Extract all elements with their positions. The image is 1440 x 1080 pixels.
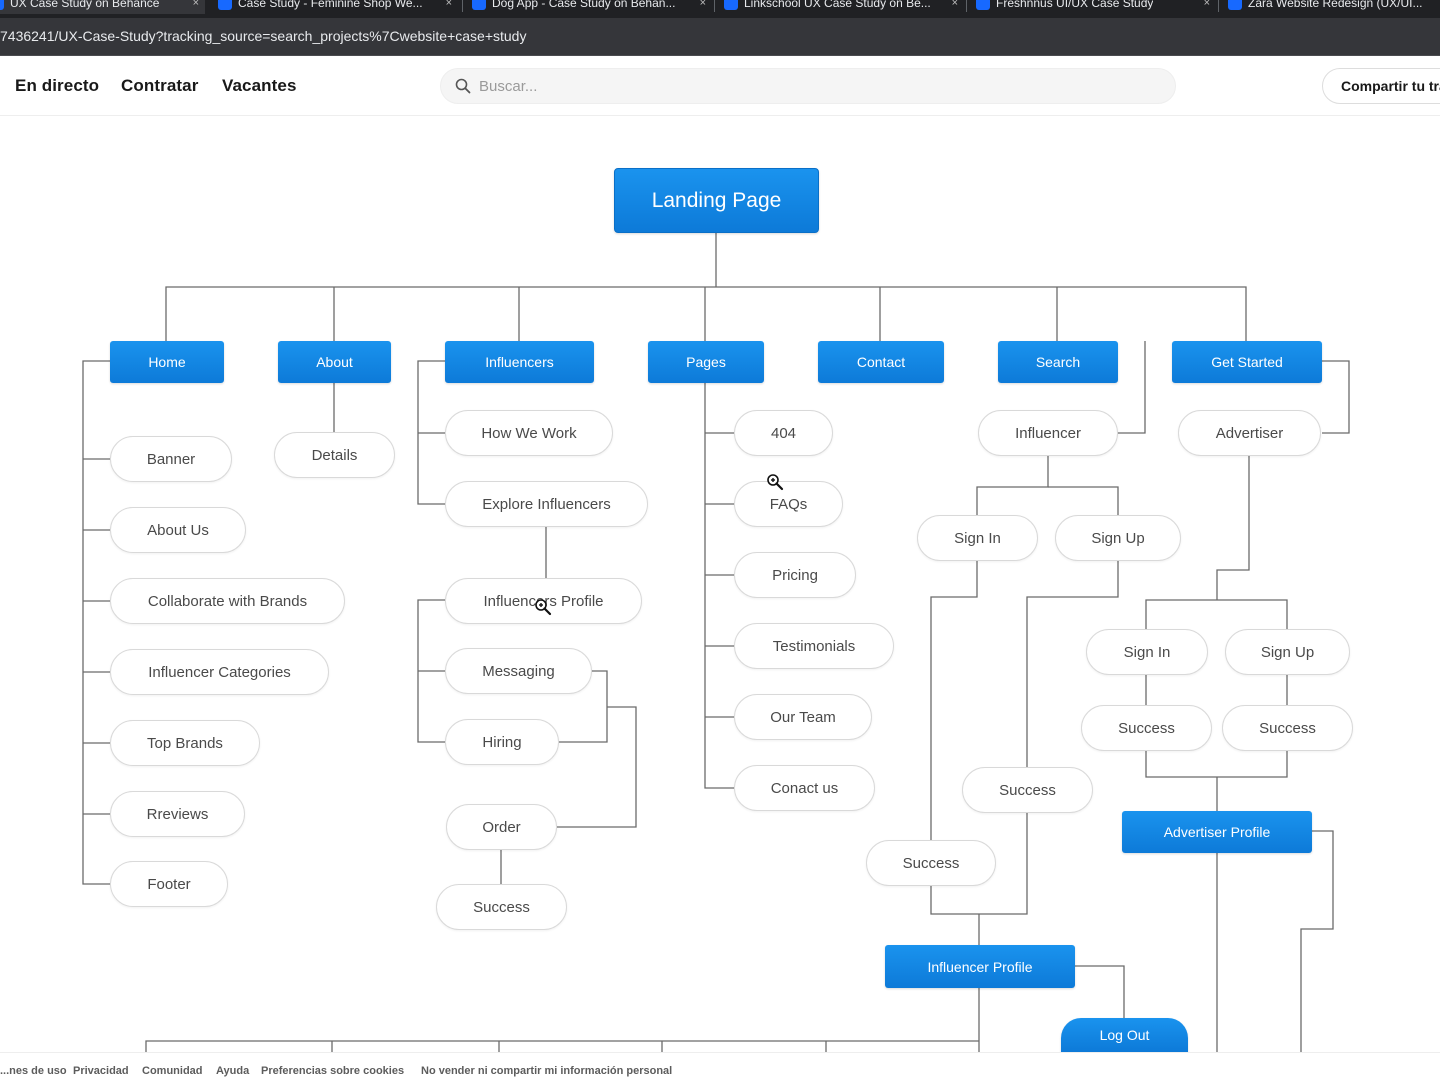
node-influencer: Influencer: [978, 410, 1118, 456]
search-bar[interactable]: [440, 68, 1176, 104]
zoom-cursor-icon: [535, 599, 552, 616]
node-order-success: Success: [436, 884, 567, 930]
node-order: Order: [446, 804, 557, 850]
node-our-team: Our Team: [734, 694, 872, 740]
search-icon: [455, 78, 471, 94]
sitemap-diagram: Landing Page Home About Influencers Page…: [0, 117, 1440, 1052]
browser-tab[interactable]: Case Study - Feminine Shop We... ×: [208, 0, 458, 14]
node-404: 404: [734, 410, 833, 456]
node-collaborate-with-brands: Collaborate with Brands: [110, 578, 345, 624]
node-advertiser-profile: Advertiser Profile: [1122, 811, 1312, 853]
node-advertiser-sign-in: Sign In: [1086, 629, 1208, 675]
node-log-out: Log Out: [1061, 1018, 1188, 1052]
behance-favicon-icon: [976, 0, 990, 10]
node-faqs: FAQs: [734, 481, 843, 527]
nav-link-contratar[interactable]: Contratar: [121, 76, 199, 95]
footer-link-privacy[interactable]: Privacidad: [73, 1065, 129, 1077]
node-hiring: Hiring: [445, 719, 559, 765]
node-about-us: About Us: [110, 507, 246, 553]
address-bar[interactable]: 7436241/UX-Case-Study?tracking_source=se…: [0, 18, 1440, 56]
node-contact: Contact: [818, 341, 944, 383]
browser-tab-strip: UX Case Study on Behance × Case Study - …: [0, 0, 1440, 18]
tab-label: Linkschool UX Case Study on Be...: [744, 0, 931, 10]
zoom-cursor-icon: [767, 474, 784, 491]
tab-label: Case Study - Feminine Shop We...: [238, 0, 423, 10]
node-influencer-sign-in: Sign In: [917, 515, 1038, 561]
footer-link-community[interactable]: Comunidad: [142, 1065, 203, 1077]
close-icon[interactable]: ×: [192, 0, 199, 9]
browser-tab[interactable]: Zara Website Redesign (UX/UI...: [1218, 0, 1440, 14]
browser-tab[interactable]: Dog App - Case Study on Behan... ×: [462, 0, 712, 14]
node-top-brands: Top Brands: [110, 720, 260, 766]
footer-link-cookies[interactable]: Preferencias sobre cookies: [261, 1065, 405, 1077]
node-influencer-signin-success: Success: [866, 840, 996, 886]
node-advertiser-signin-success: Success: [1081, 705, 1212, 751]
node-influencers: Influencers: [445, 341, 594, 383]
tab-label: Zara Website Redesign (UX/UI...: [1248, 0, 1423, 10]
behance-favicon-icon: [724, 0, 738, 10]
browser-tab[interactable]: Freshnnus UI/UX Case Study ×: [966, 0, 1216, 14]
node-get-started: Get Started: [1172, 341, 1322, 383]
node-banner: Banner: [110, 436, 232, 482]
tab-divider: [714, 0, 715, 12]
node-about: About: [278, 341, 391, 383]
node-details: Details: [274, 432, 395, 478]
tab-label: Freshnnus UI/UX Case Study: [996, 0, 1154, 10]
behance-favicon-icon: [472, 0, 486, 10]
browser-tab[interactable]: Linkschool UX Case Study on Be... ×: [714, 0, 964, 14]
footer-link-terms[interactable]: ...nes de uso: [0, 1065, 67, 1077]
node-pages: Pages: [648, 341, 764, 383]
node-how-we-work: How We Work: [445, 410, 613, 456]
tab-divider: [966, 0, 967, 12]
behance-favicon-icon: [0, 0, 4, 10]
node-advertiser-signup-success: Success: [1222, 705, 1353, 751]
node-contact-us: Conact us: [734, 765, 875, 811]
behance-favicon-icon: [1228, 0, 1242, 10]
close-icon[interactable]: ×: [1203, 0, 1210, 9]
site-footer: ...nes de uso Privacidad Comunidad Ayuda…: [0, 1052, 1440, 1080]
node-messaging: Messaging: [445, 648, 592, 694]
node-advertiser: Advertiser: [1178, 410, 1321, 456]
node-footer: Footer: [110, 861, 228, 907]
footer-link-help[interactable]: Ayuda: [216, 1065, 250, 1077]
node-home: Home: [110, 341, 224, 383]
tab-label: Dog App - Case Study on Behan...: [492, 0, 676, 10]
share-work-button[interactable]: Compartir tu trabajo: [1322, 68, 1440, 104]
tab-divider: [1218, 0, 1219, 12]
browser-tab[interactable]: UX Case Study on Behance ×: [0, 0, 205, 14]
nav-link-vacantes[interactable]: Vacantes: [222, 76, 297, 95]
search-input[interactable]: [479, 69, 1159, 103]
site-header: En directo Contratar Vacantes Compartir …: [0, 56, 1440, 116]
node-influencer-profile: Influencer Profile: [885, 945, 1075, 988]
behance-favicon-icon: [218, 0, 232, 10]
node-explore-influencers: Explore Influencers: [445, 481, 648, 527]
node-advertiser-sign-up: Sign Up: [1225, 629, 1350, 675]
close-icon[interactable]: ×: [951, 0, 958, 9]
tab-divider: [462, 0, 463, 12]
node-influencer-signup-success: Success: [962, 767, 1093, 813]
node-search: Search: [998, 341, 1118, 383]
node-influencer-sign-up: Sign Up: [1055, 515, 1181, 561]
node-reviews: Rreviews: [110, 791, 245, 837]
close-icon[interactable]: ×: [699, 0, 706, 9]
node-landing-page: Landing Page: [614, 168, 819, 233]
node-influencer-categories: Influencer Categories: [110, 649, 329, 695]
tab-label: UX Case Study on Behance: [10, 0, 160, 10]
node-pricing: Pricing: [734, 552, 856, 598]
close-icon[interactable]: ×: [445, 0, 452, 9]
connector-lines: [82, 233, 1350, 1052]
footer-link-do-not-sell[interactable]: No vender ni compartir mi información pe…: [421, 1065, 673, 1077]
url-text[interactable]: 7436241/UX-Case-Study?tracking_source=se…: [0, 28, 527, 44]
nav-link-en-directo[interactable]: En directo: [15, 76, 100, 95]
node-testimonials: Testimonials: [734, 623, 894, 669]
